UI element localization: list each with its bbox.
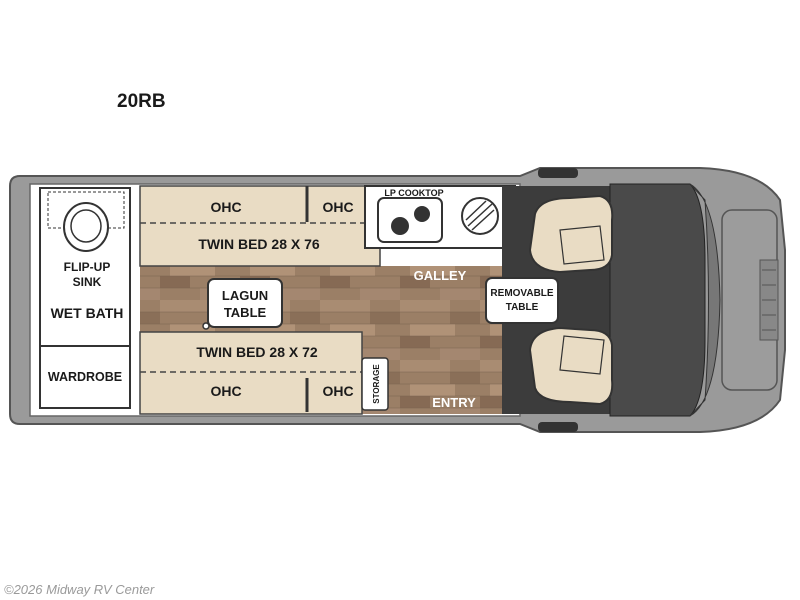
- twin-bed-top-label: TWIN BED 28 X 76: [198, 236, 320, 252]
- lp-cooktop-label: LP COOKTOP: [384, 188, 443, 198]
- refer-micro-label: REFER/MICRO: [395, 252, 486, 267]
- lagun-table: [207, 278, 283, 328]
- table-post-icon: [202, 322, 210, 330]
- removable-label: REMOVABLE: [490, 288, 553, 299]
- twin-bed-bottom: [139, 331, 363, 415]
- flip-up-label: FLIP-UP: [64, 260, 111, 274]
- burner-icon: [391, 217, 409, 235]
- ohc-label: OHC: [322, 199, 353, 215]
- cab-dash: [609, 183, 706, 417]
- toilet-seat-icon: [70, 209, 102, 243]
- removable-table-label: TABLE: [506, 302, 539, 313]
- wet-bath-label: WET BATH: [51, 305, 124, 321]
- ohc-label: OHC: [210, 199, 241, 215]
- twin-bed-bottom-label: TWIN BED 28 X 72: [196, 344, 318, 360]
- removable-table: [485, 277, 559, 324]
- ohc-label: OHC: [322, 383, 353, 399]
- sink-label: SINK: [73, 275, 102, 289]
- burner-icon: [414, 206, 430, 222]
- sink-hatch: [471, 209, 495, 231]
- side-mirror-icon: [538, 422, 578, 432]
- lagun-label: LAGUN: [222, 288, 268, 303]
- lagun-table-label: TABLE: [224, 305, 267, 320]
- galley-label: GALLEY: [414, 268, 467, 283]
- wardrobe-label: WARDROBE: [48, 370, 122, 384]
- ohc-label: OHC: [210, 383, 241, 399]
- cooktop-icon: [377, 197, 443, 243]
- twin-bed-top: [139, 185, 381, 267]
- passenger-seat-icon: [528, 326, 614, 406]
- entry-label: ENTRY: [432, 395, 476, 410]
- model-name: 20RB: [117, 91, 166, 112]
- windshield: [689, 183, 721, 417]
- wardrobe-area: [39, 345, 131, 409]
- storage-label: STORAGE: [372, 364, 381, 404]
- side-mirror-icon: [538, 168, 578, 178]
- storage-box: [361, 357, 389, 411]
- copyright-text: ©2026 Midway RV Center: [4, 582, 155, 597]
- sink-hatch: [467, 203, 493, 227]
- driver-seat-icon: [528, 194, 614, 274]
- sink-hatch: [465, 200, 487, 221]
